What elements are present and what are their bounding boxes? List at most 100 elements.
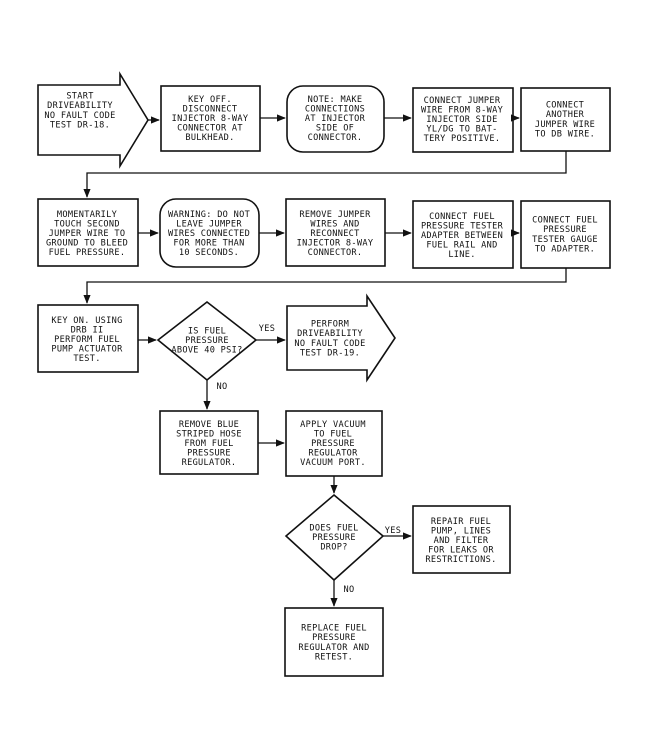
node-text-line: AND FILTER (434, 536, 489, 546)
node-text-line: REMOVE JUMPER (299, 210, 371, 220)
node-text-line: APPLY VACUUM (300, 420, 366, 430)
node-text-line: REGULATOR AND (298, 643, 369, 653)
node-text-line: CONNECTOR AT (177, 124, 243, 134)
connector-n10-n11 (83, 268, 567, 304)
node-text-line: IS FUEL (188, 326, 226, 336)
node-text-line: ABOVE 40 PSI? (171, 346, 242, 356)
node-text-line: LINE. (448, 250, 475, 260)
node-text-line: PERFORM FUEL (54, 335, 120, 345)
node-text-line: BULKHEAD. (185, 133, 234, 143)
node-text-line: REGULATOR (308, 449, 358, 459)
node-text-line: PRESSURE (311, 439, 355, 449)
node-text-line: TO DB WIRE. (535, 129, 595, 139)
node-text-line: JUMPER WIRE (535, 120, 595, 130)
node-text-line: DROP? (320, 543, 347, 553)
node-text-line: TOUCH SECOND (54, 219, 120, 229)
node-text-line: DRIVEABILITY (297, 329, 363, 339)
remove-jumper-wires-box (285, 198, 386, 267)
node-text-line: FROM FUEL (184, 439, 233, 449)
node-text-line: CONNECT FUEL (429, 212, 495, 222)
node-text-line: PRESSURE (543, 225, 587, 235)
key-on-drb-box (37, 304, 139, 373)
node-text-line: FOR MORE THAN (173, 239, 244, 249)
node-text-line: START (66, 92, 93, 102)
remove-blue-hose-box (159, 410, 259, 475)
node-text-line: WIRES AND (310, 219, 359, 229)
node-text-line: PUMP, LINES (431, 526, 491, 536)
node-text-line: NO FAULT CODE (44, 111, 115, 121)
node-text-line: DRIVEABILITY (47, 101, 113, 111)
node-text-line: NO FAULT CODE (294, 339, 365, 349)
node-text-line: REPLACE FUEL (301, 624, 367, 634)
node-text-line: PUMP ACTUATOR (51, 345, 123, 355)
node-text-line: INJECTOR SIDE (426, 115, 497, 125)
node-text-line: STRIPED HOSE (176, 429, 242, 439)
node-text-line: ADAPTER BETWEEN (421, 231, 503, 241)
node-text-line: TERY POSITIVE. (424, 134, 501, 144)
node-text-line: CONNECT (546, 101, 584, 111)
node-text-line: DOES FUEL (309, 523, 358, 533)
node-text-line: TO FUEL (314, 429, 352, 439)
node-text-line: CONNECTOR. (308, 133, 363, 143)
node-text-line: WIRES CONNECTED (168, 229, 250, 239)
node-text-line: INJECTOR 8-WAY (172, 114, 249, 124)
node-text-line: PRESSURE (187, 449, 231, 459)
node-text-line: WARNING: DO NOT (168, 210, 250, 220)
node-text-line: DRB II (71, 325, 104, 335)
apply-vacuum-box (285, 410, 383, 477)
node-text-line: DISCONNECT (183, 104, 238, 114)
momentarily-touch-box (37, 198, 139, 267)
edge-label-yes-1: YES (259, 324, 275, 334)
node-text-line: VACUUM PORT. (300, 458, 366, 468)
repair-fuel-pump-box (412, 505, 511, 574)
node-text-line: WIRE FROM 8-WAY (421, 105, 504, 115)
node-text-line: RESTRICTIONS. (425, 555, 496, 565)
node-text-line: YL/DG TO BAT- (426, 125, 497, 135)
node-text-line: REMOVE BLUE (179, 420, 239, 430)
node-text-line: LEAVE JUMPER (176, 219, 242, 229)
node-text-line: ANOTHER (546, 110, 585, 120)
node-text-line: PRESSURE (312, 533, 356, 543)
node-text-line: 10 SECONDS. (179, 248, 239, 258)
node-text-line: TEST. (73, 354, 100, 364)
node-text-line: TEST DR-19. (300, 348, 360, 358)
node-text-line: FUEL PRESSURE. (49, 248, 126, 258)
node-text-line: PRESSURE TESTER (421, 221, 504, 231)
node-text-line: TESTER GAUGE (532, 235, 598, 245)
connect-another-jumper-box (520, 87, 611, 152)
node-text-line: CONNECT FUEL (532, 216, 598, 226)
connect-tester-adapter-box (412, 200, 514, 269)
node-text-line: JUMPER WIRE TO (49, 229, 126, 239)
node-text-line: PRESSURE (312, 633, 356, 643)
replace-regulator-box (284, 607, 384, 677)
node-text-line: PERFORM (311, 320, 349, 330)
node-text-line: TO ADAPTER. (535, 244, 595, 254)
edge-label-no-1: NO (217, 382, 228, 392)
node-text-line: FOR LEAKS OR (428, 546, 494, 556)
node-text-line: KEY ON. USING (51, 316, 122, 326)
node-text-line: GROUND TO BLEED (46, 239, 128, 249)
node-text-line: TEST DR-18. (50, 120, 110, 130)
node-text-line: INJECTOR 8-WAY (297, 239, 374, 249)
node-text-line: REGULATOR. (182, 458, 237, 468)
node-text-line: KEY OFF. (188, 95, 232, 105)
node-text-line: REPAIR FUEL (431, 517, 491, 527)
node-text-line: MOMENTARILY (57, 210, 118, 220)
node-text-line: FUEL RAIL AND (426, 241, 497, 251)
